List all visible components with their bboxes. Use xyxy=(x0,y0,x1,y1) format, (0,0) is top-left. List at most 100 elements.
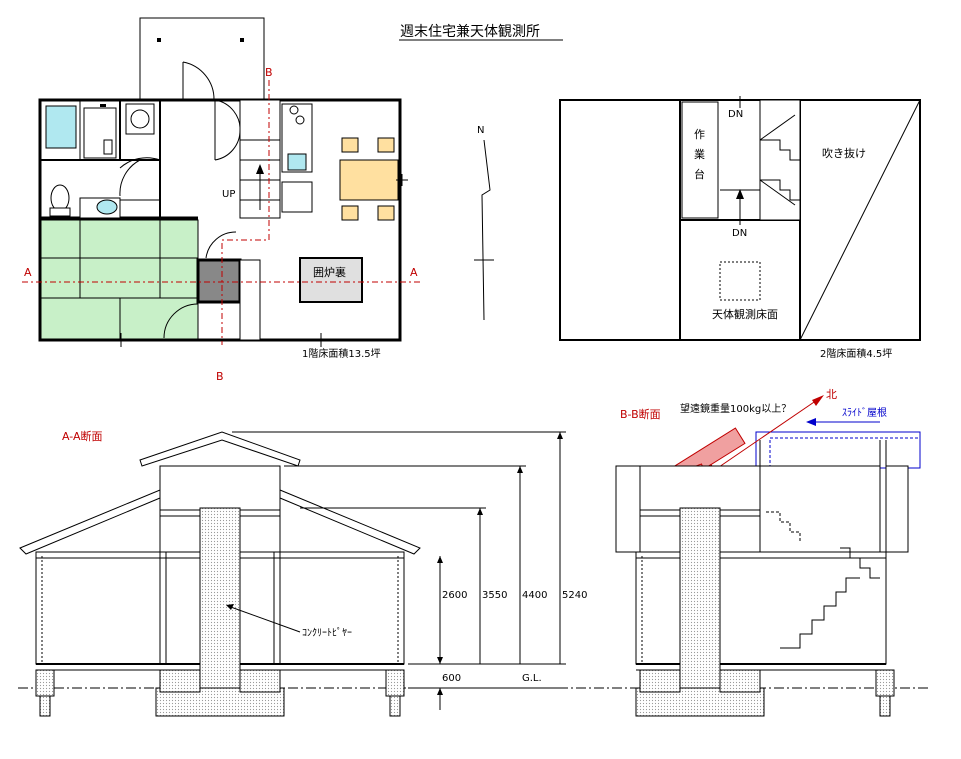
dim-2600: 2600 xyxy=(442,590,467,601)
stair-winder xyxy=(759,114,796,141)
perimeter-footing xyxy=(35,669,55,697)
dim-5240: 5240 xyxy=(562,590,587,601)
stove-burner xyxy=(289,105,299,115)
pier-footing xyxy=(155,687,285,717)
workbench xyxy=(681,101,719,219)
bb-right-eave xyxy=(885,465,909,553)
pier-leader-arrow xyxy=(226,604,234,610)
slide-roof-open-position xyxy=(769,437,921,469)
perimeter-footing xyxy=(39,695,51,717)
workbench-label-3: 台 xyxy=(694,167,705,181)
bath-fixture xyxy=(103,139,113,155)
void-diagonal xyxy=(799,99,921,341)
gl-label: G.L. xyxy=(522,673,542,684)
pier-label: ｺﾝｸﾘｰﾄﾋﾟﾔｰ xyxy=(302,627,352,639)
section-b-top-mark: B xyxy=(265,66,273,79)
pier-top-outline xyxy=(719,261,761,301)
stair-steps xyxy=(760,139,800,161)
pier-door-swing xyxy=(205,231,237,259)
kitchen-sink xyxy=(287,153,307,171)
bb-concrete-pier xyxy=(679,507,721,689)
workbench-label-1: 作 xyxy=(694,128,705,141)
dn-bottom-label: DN xyxy=(732,228,747,239)
bb-ground-storey xyxy=(635,551,887,665)
tatami-door-swing xyxy=(163,303,199,339)
north-arrow: N xyxy=(474,125,494,321)
north-label: N xyxy=(477,125,484,136)
dn-arrowhead xyxy=(736,189,744,199)
upper-roof xyxy=(139,431,301,467)
perimeter-footing xyxy=(389,695,401,717)
stair-steps xyxy=(760,179,800,201)
dining-chair xyxy=(377,205,395,221)
footing-block xyxy=(239,669,281,693)
slide-roof-label: ｽﾗｲﾄﾞ屋根 xyxy=(842,406,887,419)
pier-alcove xyxy=(239,259,261,341)
lower-roof-right xyxy=(279,489,421,555)
perimeter-footing xyxy=(385,669,405,697)
section-bb: B-B断面 望遠鏡重量100kg以上？ ｽﾗｲﾄﾞ屋根 北 xyxy=(615,388,921,717)
section-line-b xyxy=(221,80,270,345)
dim-600: 600 xyxy=(442,673,461,684)
dim-3550: 3550 xyxy=(482,590,507,601)
entrance-door-swing xyxy=(182,61,215,101)
perimeter-footing xyxy=(875,669,895,697)
first-floor-area: 1階床面積13.5坪 xyxy=(302,347,381,360)
porch-post xyxy=(240,38,244,42)
observation-floor-label: 天体観測床面 xyxy=(712,307,778,321)
section-aa: A-A断面 ｺﾝｸﾘｰﾄﾋﾟﾔｰ xyxy=(18,429,930,717)
concrete-pier xyxy=(199,507,241,689)
stair-up-label: UP xyxy=(222,189,235,200)
dining-chair xyxy=(341,205,359,221)
footing-block xyxy=(159,669,201,693)
dining-table xyxy=(339,159,399,201)
toilet-tank xyxy=(49,207,71,217)
bb-stair-lower-flight xyxy=(780,577,860,649)
stove-burner xyxy=(295,115,305,125)
section-bb-title: B-B断面 xyxy=(620,407,661,421)
polar-axis-arrowhead xyxy=(812,395,824,406)
hearth-label: 囲炉裏 xyxy=(313,265,346,279)
slide-roof xyxy=(755,431,921,469)
dim-arrow xyxy=(437,657,443,664)
first-floor-plan: UP 囲炉裏 A A B B 1階床面積13.5坪 xyxy=(22,17,420,383)
north-direction-label: 北 xyxy=(826,388,837,401)
footing-block xyxy=(719,669,761,693)
bathtub xyxy=(45,105,77,149)
slide-direction-arrowhead xyxy=(806,418,816,426)
dim-arrow xyxy=(557,432,563,439)
stair-winder xyxy=(759,179,796,206)
toilet xyxy=(50,184,70,212)
bb-left-eave xyxy=(615,465,641,553)
north-arrow-shaft xyxy=(481,139,491,321)
perimeter-footing xyxy=(879,695,891,717)
irori-hearth xyxy=(299,257,363,303)
toilet-door-swing xyxy=(119,159,141,197)
stair-arrowhead xyxy=(256,164,264,174)
footing-block xyxy=(639,669,681,693)
concrete-pier-plan xyxy=(196,258,242,304)
dim-arrow xyxy=(517,466,523,473)
bb-stair-upper-flight xyxy=(840,547,880,579)
telescope-note: 望遠鏡重量100kg以上？ xyxy=(680,402,791,415)
second-floor-plan: 作 業 台 DN DN 吹き抜け 天体観測床面 2階床面積4.5坪 xyxy=(559,96,921,360)
dim-arrow xyxy=(477,508,483,515)
wash-basin xyxy=(96,199,118,215)
washing-machine-drum xyxy=(130,109,150,129)
second-floor-area: 2階床面積4.5坪 xyxy=(820,347,892,360)
refrigerator xyxy=(281,181,313,213)
faucet xyxy=(100,104,106,107)
void-label: 吹き抜け xyxy=(822,146,866,160)
dim-4400: 4400 xyxy=(522,590,547,601)
bb-pier-footing xyxy=(635,687,765,717)
lower-roof-left xyxy=(19,489,161,555)
section-aa-title: A-A断面 xyxy=(62,429,103,443)
dining-chair xyxy=(341,137,359,153)
pier-leader xyxy=(227,605,301,633)
dim-arrow xyxy=(437,556,443,563)
entrance-porch xyxy=(139,17,265,101)
dining-chair xyxy=(377,137,395,153)
section-a-left-mark: A xyxy=(24,266,32,279)
